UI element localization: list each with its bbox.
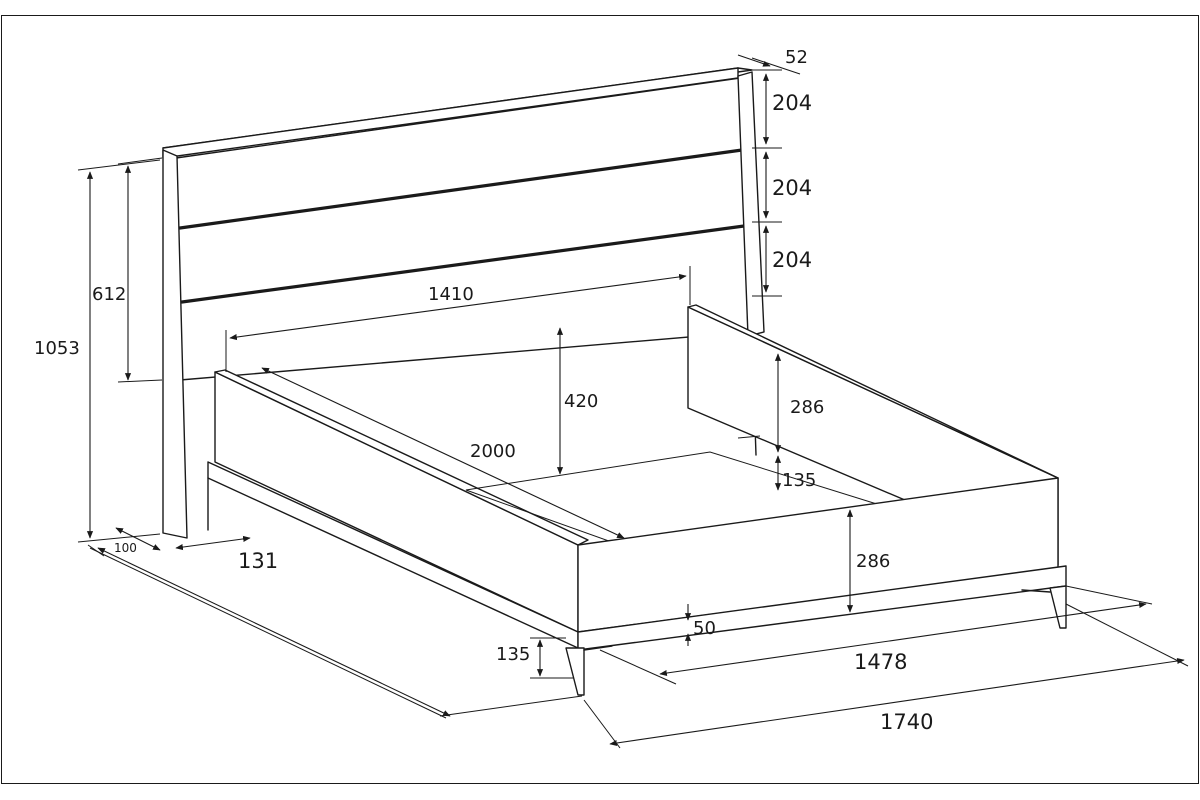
slat-gap-1 — [178, 148, 744, 230]
label-frame-height: 420 — [564, 391, 598, 412]
dim-52-ext — [751, 57, 801, 75]
front-leg-brace — [583, 645, 613, 651]
label-rail-width: 1478 — [854, 650, 907, 674]
ext-slat-a — [737, 435, 761, 439]
label-foot-rail-height: 286 — [856, 551, 890, 572]
dim-outer-length — [97, 547, 451, 717]
right-side-rail-top — [687, 304, 1059, 479]
dim-131 — [175, 535, 251, 551]
label-total-width: 1740 — [880, 710, 933, 734]
label-headboard-depth: 52 — [785, 47, 808, 68]
label-inner-width: 1410 — [428, 284, 474, 305]
label-post-depth: 100 — [114, 541, 137, 555]
dim-1740 — [609, 657, 1185, 747]
ext-1478-right — [1065, 585, 1153, 605]
ext-1740-left — [583, 699, 621, 749]
label-headboard-panel-height: 612 — [92, 284, 126, 305]
label-headboard-offset: 131 — [238, 549, 278, 573]
dimension-labels: 52 204 204 204 1053 612 1410 420 2000 28… — [34, 47, 933, 734]
label-rail-lip: 50 — [693, 618, 716, 639]
headboard-right-post — [737, 71, 765, 337]
drawing-border — [1, 15, 1199, 784]
label-leg-height: 135 — [496, 644, 530, 665]
dim-2000 — [261, 367, 625, 539]
dim-100 — [115, 527, 161, 551]
front-leg — [565, 647, 585, 696]
ext-1053-top — [77, 159, 161, 171]
ext-612-top — [117, 157, 163, 165]
label-total-height: 1053 — [34, 338, 80, 359]
label-slat-bottom: 204 — [772, 248, 812, 272]
label-slat-drop: 135 — [782, 470, 816, 491]
dim-52-line — [737, 54, 771, 67]
right-leg — [1049, 585, 1067, 629]
ext-1740-right — [1065, 603, 1189, 667]
dim-1410 — [229, 273, 687, 341]
ext-outer-length — [89, 547, 447, 719]
ext-outer-length-b — [439, 695, 583, 717]
label-inner-length: 2000 — [470, 441, 516, 462]
right-leg-brace — [1021, 589, 1051, 593]
label-slat-top: 204 — [772, 91, 812, 115]
ext-612-bot — [117, 379, 163, 383]
dimension-lines — [77, 54, 1189, 749]
label-side-rail-height: 286 — [790, 397, 824, 418]
label-slat-middle: 204 — [772, 176, 812, 200]
headboard-panel — [175, 77, 749, 381]
ext-1478-left — [599, 649, 677, 685]
